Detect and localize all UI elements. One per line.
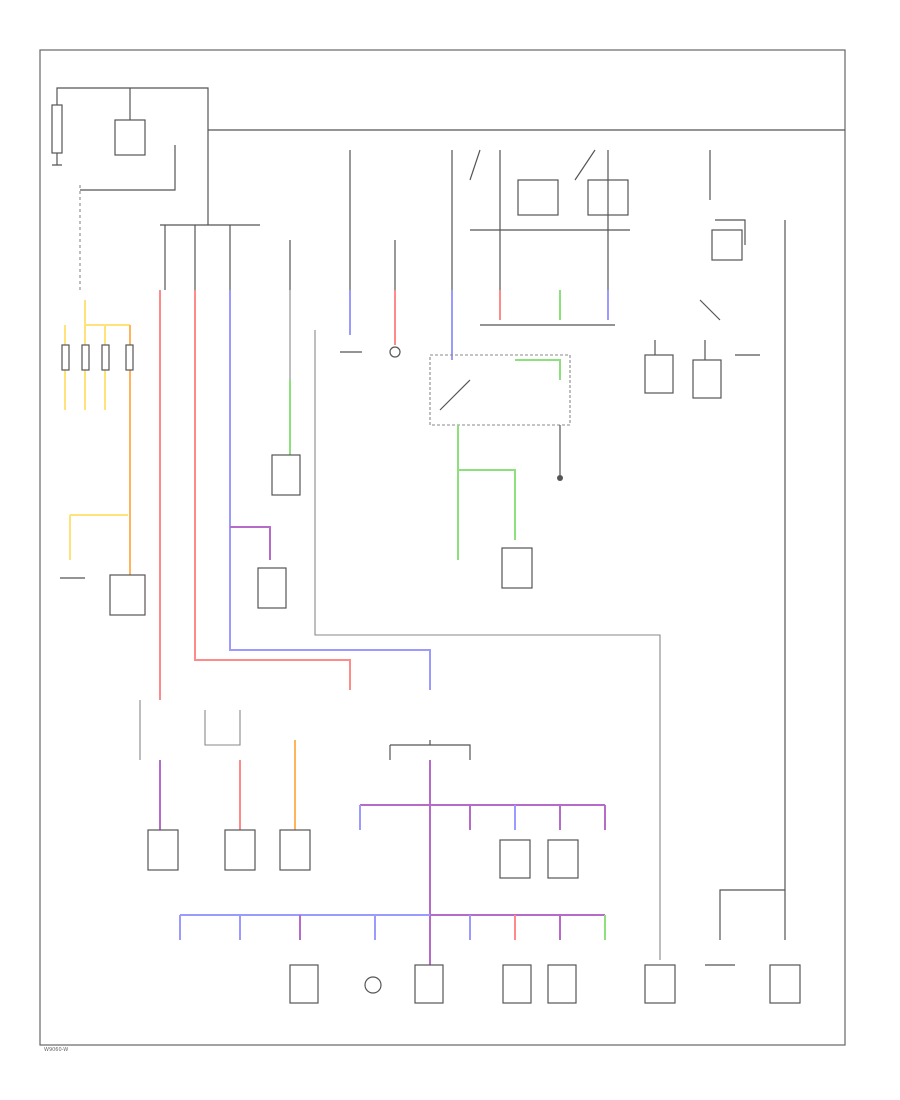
box-bottom-right-2 (769, 964, 801, 1004)
right-trunk (719, 345, 786, 940)
box-bottom-2 (414, 964, 444, 1004)
box-bottom-3 (502, 964, 532, 1004)
box-bottom-right-1 (644, 964, 676, 1004)
violet-bus-upper (360, 804, 606, 830)
yellow-branch (69, 514, 128, 560)
blue-trunk (229, 290, 431, 690)
relay-bank-top (469, 149, 630, 326)
module-outline (429, 354, 571, 426)
box-left-lower (109, 574, 146, 616)
yellow-fan-out (64, 300, 130, 410)
top-right-feed (709, 150, 746, 245)
center-module (429, 290, 609, 589)
box-right-1 (644, 354, 674, 394)
box-bottom-1 (289, 964, 319, 1004)
fuse-left-2 (81, 344, 90, 371)
ground-dot-center (557, 475, 563, 481)
lamp-bottom-1 (364, 976, 382, 994)
starter-box (114, 119, 146, 156)
fuse-left-4 (125, 344, 134, 371)
top-right-branch (644, 150, 786, 399)
ignition-feed (80, 145, 176, 191)
fuse-left-3 (101, 344, 110, 371)
fuse-bus-drops (164, 150, 453, 290)
blue-bus-lower (179, 914, 430, 940)
relay-outputs-right (654, 299, 721, 360)
box-right-2 (692, 359, 722, 399)
lamp-relay (711, 229, 743, 261)
battery-section (51, 87, 845, 290)
center-left-components (271, 290, 661, 700)
box-mid-left-1 (257, 567, 287, 609)
box-lower-3 (279, 829, 311, 871)
battery-symbol (51, 104, 63, 154)
lower-right-feeds (644, 345, 801, 1004)
box-lower-2 (224, 829, 256, 871)
violet-bus-lower-right (430, 914, 605, 940)
center-bus (389, 740, 471, 760)
violet-branch (230, 526, 271, 560)
lower-left-feeds (139, 700, 311, 871)
left-fuses (60, 300, 146, 616)
green-loop (515, 359, 561, 380)
lower-center-distribution (179, 740, 606, 1004)
lamp-395 (389, 346, 401, 358)
fuse-left-1 (61, 344, 70, 371)
relay-a (517, 179, 559, 216)
diagram-frame (39, 49, 846, 1046)
box-lower-1 (147, 829, 179, 871)
long-gray-return (314, 330, 661, 700)
box-center-low (501, 547, 533, 589)
relay-switch-wires (469, 149, 630, 290)
green-drop (457, 425, 516, 560)
battery-cable (56, 87, 209, 225)
red-trunk-2 (194, 290, 351, 690)
box-mid-a (499, 839, 531, 879)
gray-lower-2 (204, 710, 241, 746)
box-bottom-4 (547, 964, 577, 1004)
module-switch (439, 379, 471, 411)
diagram-corner-id: W9060-W (44, 1047, 68, 1053)
box-mid-b (547, 839, 579, 879)
blue-drops-upper (359, 805, 516, 830)
box-mid-left-2 (271, 454, 301, 496)
battery-ground-lead (52, 153, 62, 166)
